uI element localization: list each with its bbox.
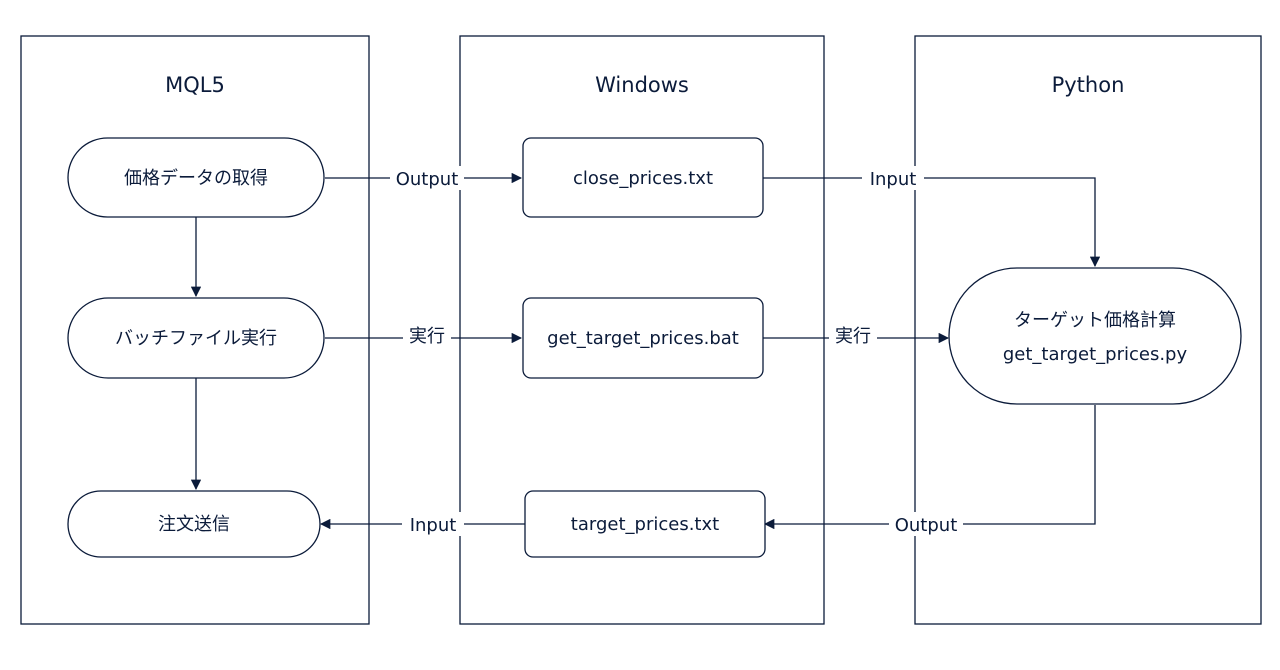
edge-label-bg: [402, 512, 464, 536]
edge-label-bg: [829, 322, 877, 348]
node-target-price-calc: ターゲット価格計算 get_target_prices.py: [948, 267, 1242, 405]
node-label-send-order: 注文送信: [158, 514, 230, 535]
node-label-get-target-prices-bat: get_target_prices.bat: [547, 328, 739, 349]
edge-label-bg: [390, 166, 464, 190]
node-label-target-price-calc: ターゲット価格計算: [1014, 310, 1176, 331]
edge-label-bg: [862, 166, 924, 190]
node-label-run-batch: バッチファイル実行: [115, 328, 277, 349]
lane-title-windows: Windows: [595, 73, 689, 97]
terminator-shape: [67, 297, 325, 379]
edge-label-output-2: Output: [895, 515, 958, 536]
node-send-order: 注文送信: [67, 490, 321, 558]
node-get-price-data: 価格データの取得: [67, 137, 325, 218]
edge-label-input-1: Input: [870, 169, 917, 190]
edge-label-bg: [403, 322, 451, 348]
terminator-shape: [67, 490, 321, 558]
terminator-shape: [67, 137, 325, 218]
edge-output-to-target-prices: [763, 405, 1096, 530]
node-label-get-price-data: 価格データの取得: [124, 168, 268, 189]
node-label-close-prices-file: close_prices.txt: [573, 168, 713, 189]
node-target-prices-file: target_prices.txt: [524, 490, 766, 558]
node-label-target-price-script: get_target_prices.py: [1003, 344, 1188, 365]
edge-label-exec-2: 実行: [835, 326, 871, 347]
edges: Output Input 実行 実行 Output Input: [190, 166, 1101, 536]
edge-label-output-1: Output: [396, 169, 459, 190]
edge-label-bg: [889, 512, 963, 536]
node-label-target-prices-file: target_prices.txt: [571, 514, 719, 535]
process-shape: [524, 490, 766, 558]
lane-title-mql5: MQL5: [165, 73, 225, 97]
node-get-target-prices-bat: get_target_prices.bat: [522, 297, 764, 379]
lane-title-python: Python: [1052, 73, 1125, 97]
node-run-batch: バッチファイル実行: [67, 297, 325, 379]
node-close-prices-file: close_prices.txt: [522, 137, 764, 218]
process-shape: [522, 297, 764, 379]
process-shape: [522, 137, 764, 218]
edge-label-exec-1: 実行: [409, 326, 445, 347]
edge-label-input-2: Input: [410, 515, 457, 536]
terminator-shape: [948, 267, 1242, 405]
